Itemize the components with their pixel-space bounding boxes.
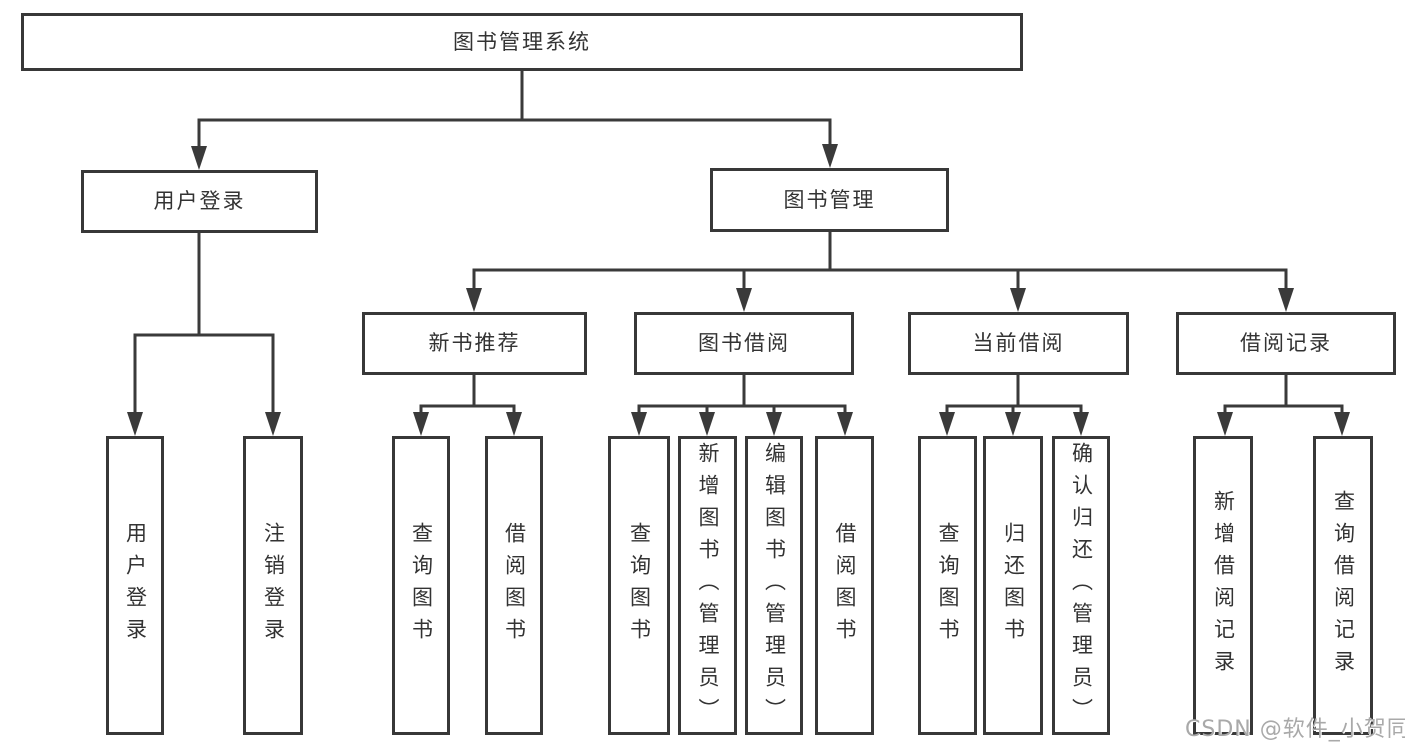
leaf-label: 借阅图书 xyxy=(502,521,527,650)
leaf-query-borrow-record: 查询借阅记录 xyxy=(1313,436,1373,735)
leaf-label: 编辑图书（管理员） xyxy=(762,441,787,730)
node-root-label: 图书管理系统 xyxy=(453,29,591,54)
node-label: 图书管理 xyxy=(783,187,876,212)
leaf-add-borrow-record: 新增借阅记录 xyxy=(1193,436,1253,735)
leaf-return-books: 归还图书 xyxy=(983,436,1043,735)
leaf-label: 借阅图书 xyxy=(833,521,857,650)
node-current-borrow: 当前借阅 xyxy=(908,312,1129,375)
node-book-borrow: 图书借阅 xyxy=(634,312,854,375)
leaf-user-login: 用户登录 xyxy=(106,436,164,735)
leaf-label: 查询图书 xyxy=(627,521,652,650)
leaf-label: 新增图书（管理员） xyxy=(696,441,720,730)
node-label: 新书推荐 xyxy=(428,331,521,355)
leaf-borrow-books-recommend: 借阅图书 xyxy=(485,436,543,735)
leaf-query-books-current: 查询图书 xyxy=(918,436,977,735)
leaf-add-books-admin: 新增图书（管理员） xyxy=(678,436,737,735)
node-user-login: 用户登录 xyxy=(81,170,318,233)
leaf-label: 用户登录 xyxy=(123,521,148,650)
leaf-label: 查询图书 xyxy=(409,521,434,650)
leaf-label: 确认归还（管理员） xyxy=(1069,441,1094,730)
leaf-query-books-borrow: 查询图书 xyxy=(608,436,670,735)
leaf-confirm-return-admin: 确认归还（管理员） xyxy=(1052,436,1110,735)
node-new-book-recommend: 新书推荐 xyxy=(362,312,587,375)
node-label: 用户登录 xyxy=(153,189,246,213)
node-label: 借阅记录 xyxy=(1240,331,1332,355)
node-label: 图书借阅 xyxy=(698,331,790,355)
node-label: 当前借阅 xyxy=(972,331,1065,355)
node-book-management: 图书管理 xyxy=(710,168,949,232)
node-borrow-records: 借阅记录 xyxy=(1176,312,1396,375)
leaf-label: 归还图书 xyxy=(1001,521,1026,650)
csdn-watermark: CSDN @软件_小贺同学 xyxy=(1185,717,1405,742)
leaf-logout: 注销登录 xyxy=(243,436,303,735)
leaf-label: 新增借阅记录 xyxy=(1211,489,1236,682)
leaf-query-books-recommend: 查询图书 xyxy=(392,436,450,735)
node-root-system: 图书管理系统 xyxy=(21,13,1023,71)
leaf-label: 查询图书 xyxy=(936,521,960,650)
leaf-edit-books-admin: 编辑图书（管理员） xyxy=(745,436,803,735)
leaf-label: 注销登录 xyxy=(261,521,286,650)
leaf-borrow-books: 借阅图书 xyxy=(815,436,874,735)
leaf-label: 查询借阅记录 xyxy=(1331,489,1356,682)
